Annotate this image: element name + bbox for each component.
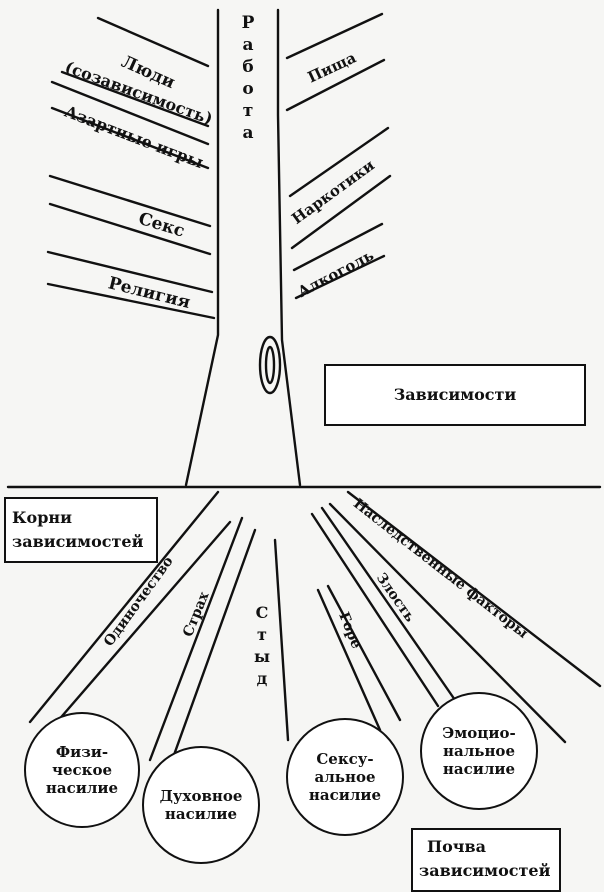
root-heredity-b bbox=[346, 490, 602, 688]
node-sexual-abuse: Сексу- альное насилие bbox=[286, 718, 404, 836]
node-physical-abuse: Физи- ческое насилие bbox=[24, 712, 140, 828]
roots-box-line1: Корни bbox=[12, 508, 72, 527]
label-fear: Страх bbox=[180, 589, 213, 639]
node-spiritual-abuse-label: Духовное насилие bbox=[159, 787, 243, 823]
branch-alcohol-upper bbox=[292, 222, 384, 272]
soil-box-line2: зависимостей bbox=[419, 861, 551, 880]
branch-sex-lower bbox=[48, 202, 212, 256]
root-loneliness-b bbox=[48, 520, 232, 732]
node-spiritual-abuse: Духовное насилие bbox=[142, 746, 260, 864]
branch-food-lower bbox=[285, 58, 386, 112]
trunk-knot-inner bbox=[264, 345, 276, 385]
label-food: Пища bbox=[305, 48, 359, 86]
node-physical-abuse-label: Физи- ческое насилие bbox=[45, 743, 119, 797]
branch-sex-upper bbox=[48, 174, 212, 228]
root-anger-b bbox=[320, 506, 457, 702]
addictions-box: Зависимости bbox=[324, 364, 586, 426]
root-loneliness-a bbox=[28, 490, 220, 724]
addictions-box-label: Зависимости bbox=[393, 384, 517, 404]
root-shame bbox=[273, 538, 290, 742]
root-grief-b bbox=[326, 584, 402, 722]
label-grief: Горе bbox=[335, 610, 364, 651]
node-emotional-abuse-label: Эмоцио- нальное насилие bbox=[442, 724, 516, 778]
branch-food-upper bbox=[285, 12, 384, 60]
label-sex: Секс bbox=[136, 209, 187, 242]
branch-religion-lower bbox=[46, 282, 216, 320]
root-anger-a bbox=[310, 512, 440, 708]
label-religion: Религия bbox=[106, 273, 192, 313]
root-fear-b bbox=[168, 528, 257, 768]
branch-gambling-lower bbox=[50, 106, 210, 170]
root-heredity-a bbox=[328, 502, 567, 744]
roots-box-line2: зависимостей bbox=[12, 532, 144, 551]
root-fear-a bbox=[148, 516, 244, 762]
trunk-right-edge bbox=[276, 8, 302, 487]
branch-people-upper bbox=[96, 16, 210, 68]
soil-box: Почва зависимостей bbox=[411, 828, 561, 892]
node-emotional-abuse: Эмоцио- нальное насилие bbox=[420, 692, 538, 810]
branch-people-lower bbox=[60, 70, 210, 128]
branch-drugs-lower bbox=[290, 174, 392, 250]
node-sexual-abuse-label: Сексу- альное насилие bbox=[308, 750, 382, 804]
branch-gambling-upper bbox=[50, 80, 210, 146]
label-alcohol: Алкоголь bbox=[295, 246, 377, 301]
trunk-left-edge bbox=[184, 8, 220, 487]
root-grief-a bbox=[316, 588, 382, 732]
branch-religion-upper bbox=[46, 250, 214, 294]
branch-alcohol-lower bbox=[294, 254, 386, 300]
trunk-knot-outer bbox=[258, 335, 282, 395]
roots-box: Корни зависимостей bbox=[4, 497, 158, 563]
label-heredity: Наследственные факторы bbox=[350, 496, 531, 642]
soil-box-line1: Почва bbox=[427, 837, 486, 856]
branch-drugs-upper bbox=[288, 126, 390, 198]
label-loneliness: Одиночество bbox=[101, 554, 177, 650]
